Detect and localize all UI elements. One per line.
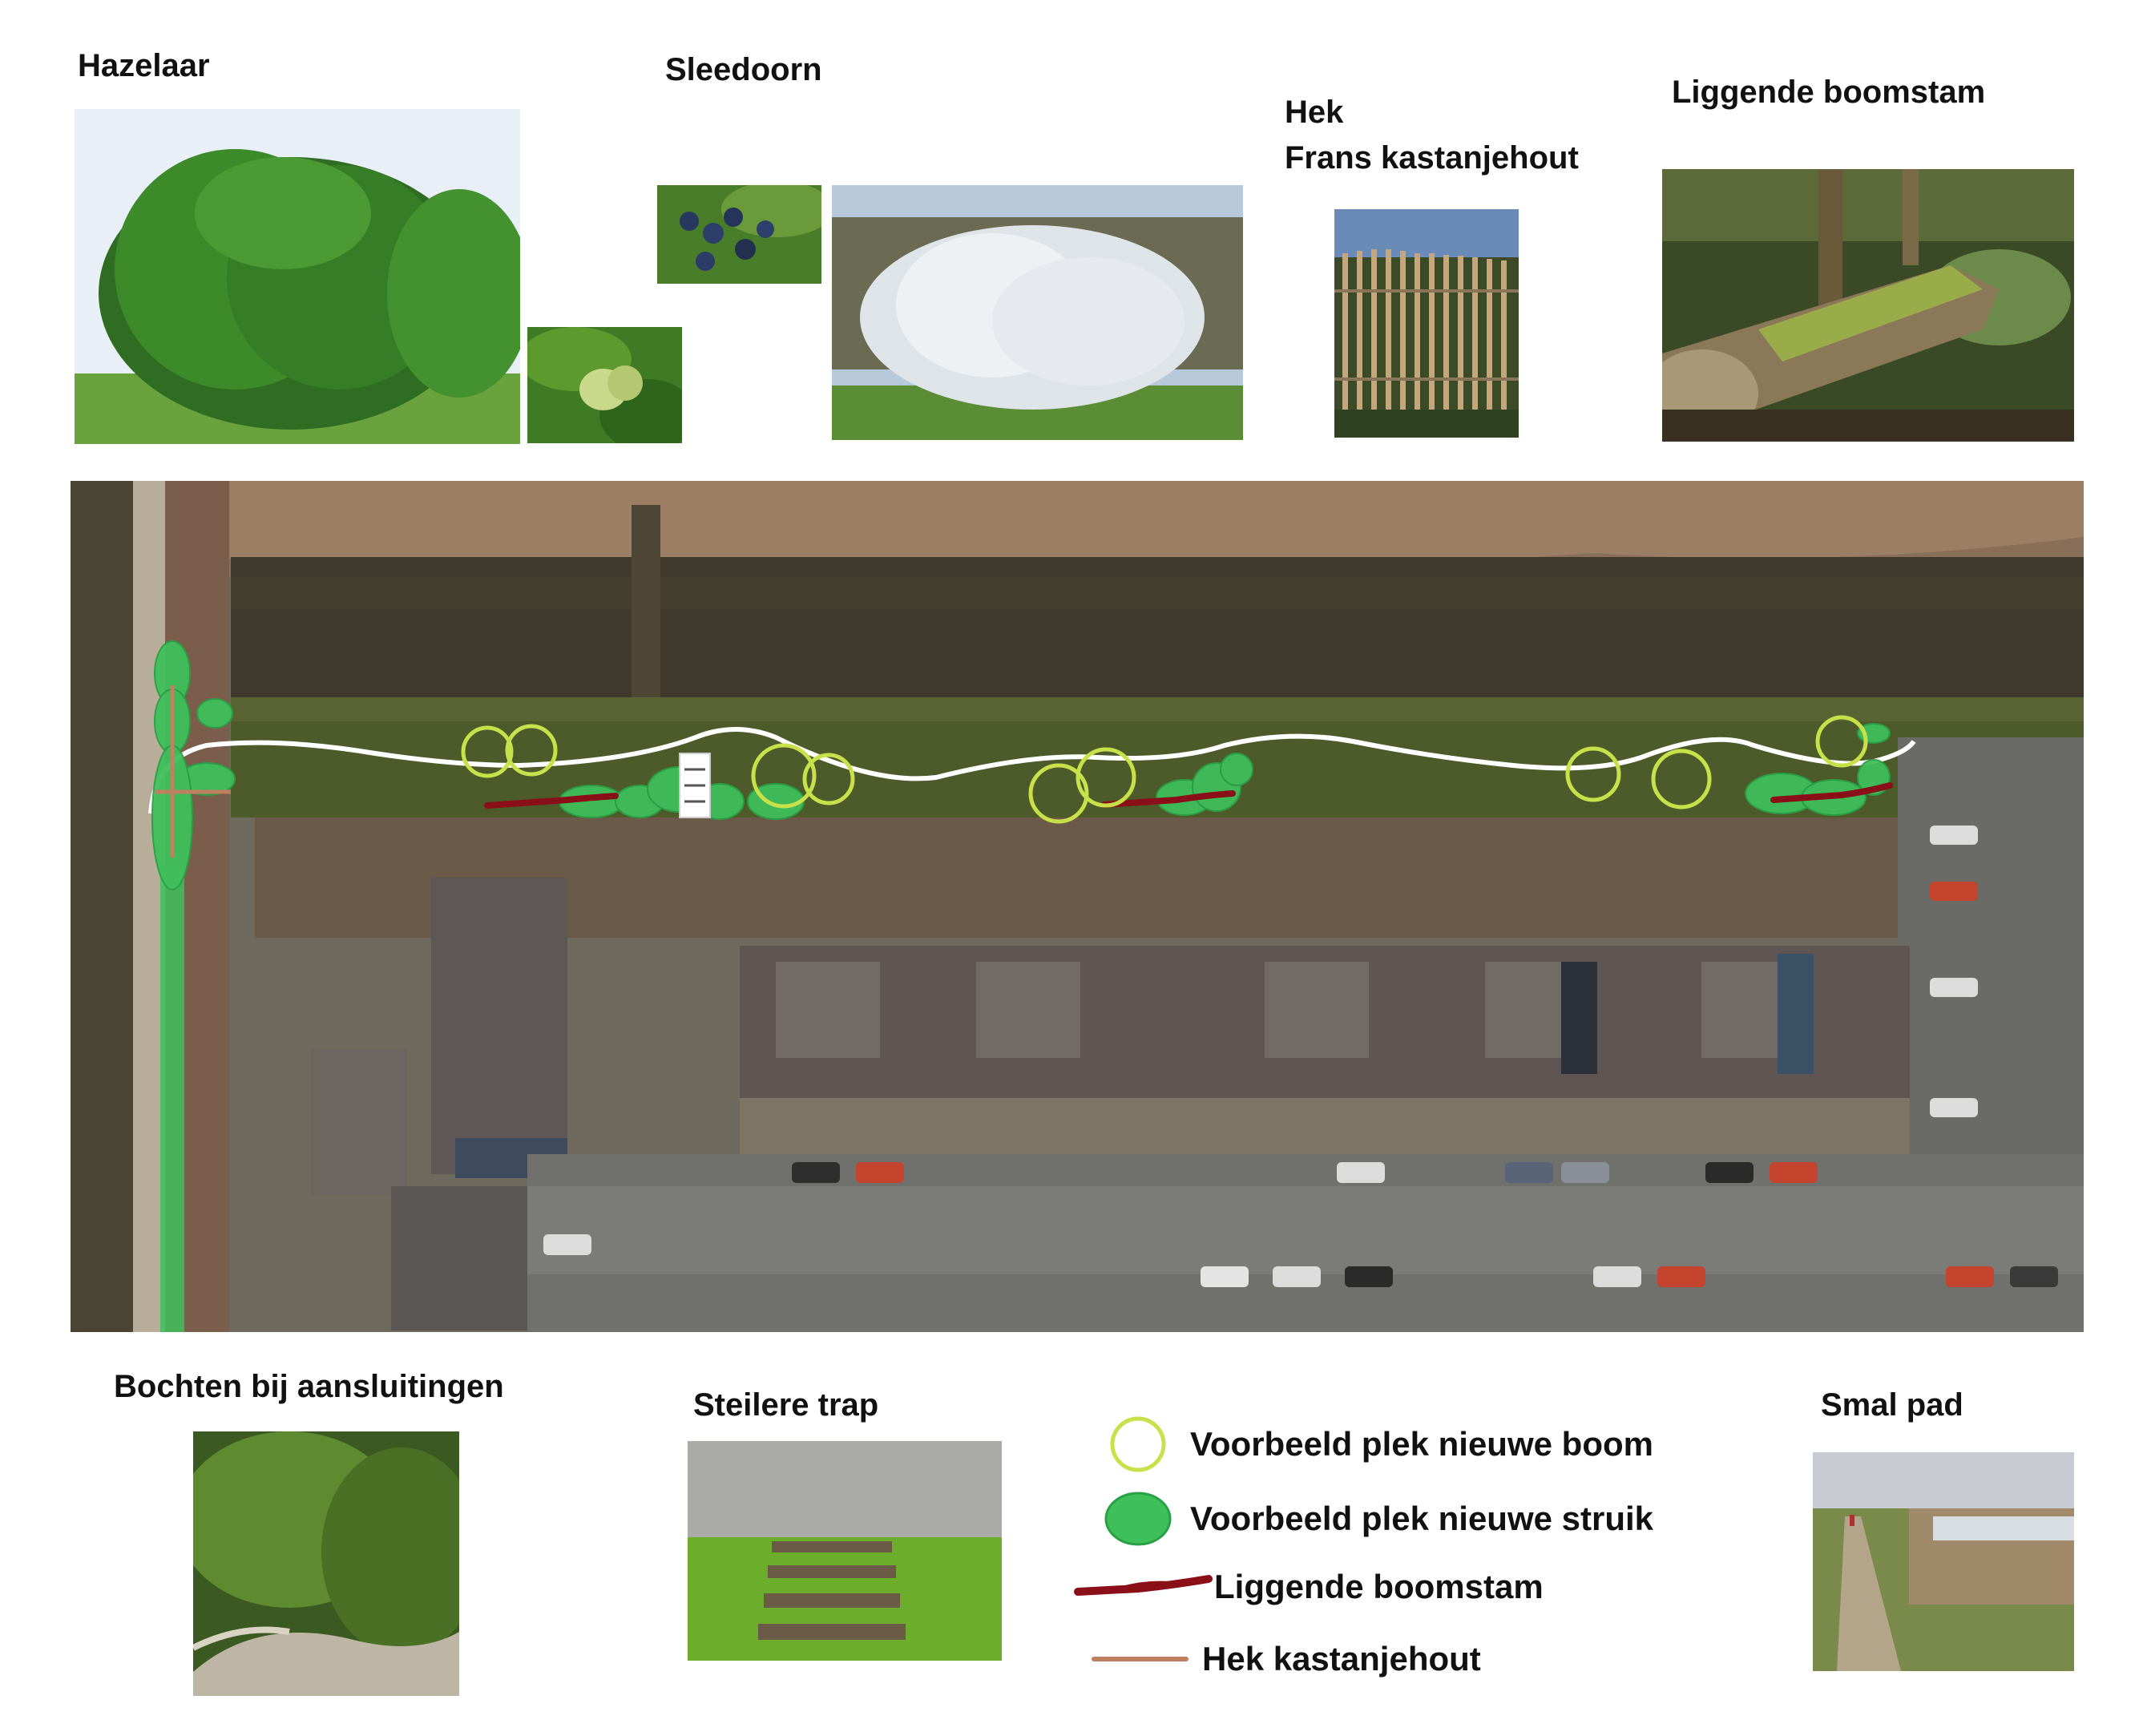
legend-label-fence: Hek kastanjehout xyxy=(1202,1640,1481,1677)
photo-bochten xyxy=(193,1431,459,1696)
aerial-map xyxy=(71,481,2084,1332)
photo-hazelaar-shrub xyxy=(75,109,520,444)
legend-label-tree: Voorbeeld plek nieuwe boom xyxy=(1190,1425,1653,1463)
legend-item-fence: Hek kastanjehout xyxy=(1090,1627,1481,1691)
label-bochten: Bochten bij aansluitingen xyxy=(114,1369,504,1404)
label-liggende-boomstam-top: Liggende boomstam xyxy=(1672,75,1986,110)
label-sleedoorn: Sleedoorn xyxy=(665,52,822,87)
photo-hazelaar-nuts xyxy=(527,327,682,443)
photo-steilere-trap xyxy=(688,1441,1002,1661)
legend-label-shrub: Voorbeeld plek nieuwe struik xyxy=(1190,1500,1654,1537)
legend-item-log: Liggende boomstam xyxy=(1074,1555,1544,1619)
brown-fence-line-icon xyxy=(1090,1627,1194,1691)
label-hazelaar: Hazelaar xyxy=(78,48,210,83)
photo-sleedoorn-berries xyxy=(657,185,821,284)
dark-red-log-icon xyxy=(1074,1555,1214,1619)
green-filled-ellipse-icon xyxy=(1094,1487,1182,1551)
label-hek-line2: Frans kastanjehout xyxy=(1285,140,1579,176)
legend-item-shrub: Voorbeeld plek nieuwe struik xyxy=(1094,1487,1653,1551)
label-smal-pad: Smal pad xyxy=(1821,1387,1963,1423)
tree-markers xyxy=(461,715,1868,824)
photo-hek-kastanjehout xyxy=(1334,209,1519,438)
label-hek-line1: Hek xyxy=(1285,95,1344,130)
stairs-marker xyxy=(679,753,711,818)
photo-smal-pad xyxy=(1813,1452,2074,1671)
legend-label-log: Liggende boomstam xyxy=(1214,1568,1544,1605)
parked-cars xyxy=(543,826,2058,1287)
planned-path xyxy=(148,727,1916,814)
shrub-markers xyxy=(151,640,1891,890)
fence-markers xyxy=(155,685,231,858)
yellow-green-ring-icon xyxy=(1094,1412,1182,1476)
photo-sleedoorn-blossom xyxy=(832,185,1243,440)
log-markers xyxy=(484,782,1893,809)
legend-item-tree: Voorbeeld plek nieuwe boom xyxy=(1094,1412,1653,1476)
label-steilere-trap: Steilere trap xyxy=(693,1387,879,1423)
photo-liggende-boomstam xyxy=(1662,169,2074,442)
